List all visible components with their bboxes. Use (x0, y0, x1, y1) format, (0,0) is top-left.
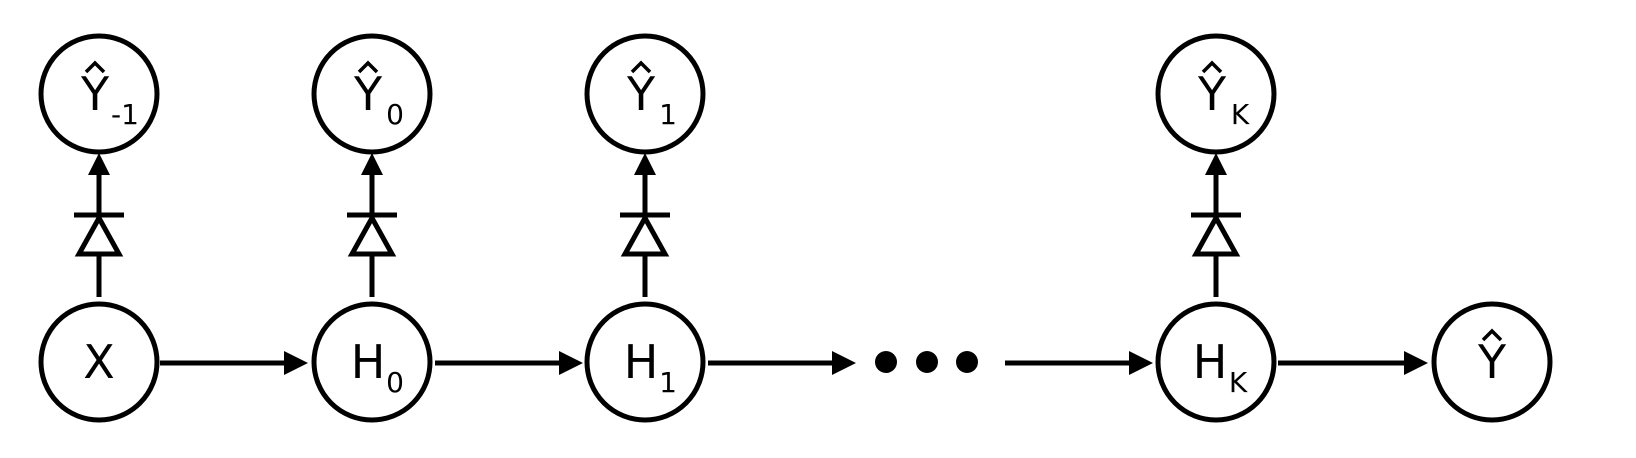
hat-icon (630, 60, 652, 74)
node-label: Y (1477, 335, 1507, 389)
node-subscript: K (1229, 366, 1248, 399)
node-circle (38, 33, 160, 155)
node-h1: H 1 (584, 301, 706, 423)
node-label: H (351, 335, 386, 389)
probe-x (74, 153, 124, 297)
node-circle (1155, 301, 1277, 423)
node-circle (1431, 301, 1553, 423)
arrowhead-icon (832, 351, 856, 375)
probe-hk (1191, 153, 1241, 297)
node-yhat-m1: Y -1 (38, 33, 160, 155)
node-subscript: 0 (386, 98, 404, 131)
ellipsis-dot (916, 351, 938, 373)
hat-icon (1481, 328, 1503, 342)
node-subscript: 0 (386, 366, 404, 399)
probe-triangle-icon (620, 212, 670, 257)
node-yhat-k: Y K (1155, 33, 1277, 155)
node-yhat-1: Y 1 (584, 33, 706, 155)
probe-edges (74, 153, 1241, 297)
node-subscript: K (1231, 98, 1250, 131)
arrowhead-icon (88, 153, 110, 175)
node-label: Y (1197, 67, 1227, 121)
node-label: Y (80, 67, 110, 121)
hat-icon (357, 60, 379, 74)
top-row: Y -1 Y 0 Y 1 Y K (38, 33, 1277, 155)
arrowhead-icon (361, 153, 383, 175)
node-subscript: 1 (659, 366, 677, 399)
node-label: H (624, 335, 659, 389)
bottom-row: X H 0 H 1 H K Y (38, 301, 1553, 423)
probe-triangle-icon (347, 212, 397, 257)
arrowhead-icon (284, 351, 308, 375)
node-circle (584, 33, 706, 155)
node-circle (311, 301, 433, 423)
node-x: X (38, 301, 160, 423)
arrowhead-icon (1205, 153, 1227, 175)
node-circle (584, 301, 706, 423)
arrowhead-icon (634, 153, 656, 175)
ellipsis-dot (956, 351, 978, 373)
probe-triangle-icon (74, 212, 124, 257)
ellipsis-dot (875, 351, 897, 373)
hat-icon (84, 60, 106, 74)
node-h0: H 0 (311, 301, 433, 423)
node-y-hat: Y (1431, 301, 1553, 423)
node-circle (38, 301, 160, 423)
node-circle (1155, 33, 1277, 155)
node-subscript: 1 (659, 98, 677, 131)
arrowhead-icon (1129, 351, 1153, 375)
hat-icon (1201, 60, 1223, 74)
arrowhead-icon (559, 351, 583, 375)
node-label: X (83, 335, 115, 389)
node-label: Y (353, 67, 383, 121)
node-label: Y (626, 67, 656, 121)
node-yhat-0: Y 0 (311, 33, 433, 155)
arrowhead-icon (1404, 351, 1428, 375)
node-label: H (1193, 335, 1228, 389)
node-subscript: -1 (111, 98, 139, 131)
probe-h1 (620, 153, 670, 297)
probe-h0 (347, 153, 397, 297)
probe-triangle-icon (1191, 212, 1241, 257)
node-circle (311, 33, 433, 155)
ellipsis (875, 351, 978, 373)
chain-edges (160, 351, 1428, 375)
node-hk: H K (1155, 301, 1277, 423)
